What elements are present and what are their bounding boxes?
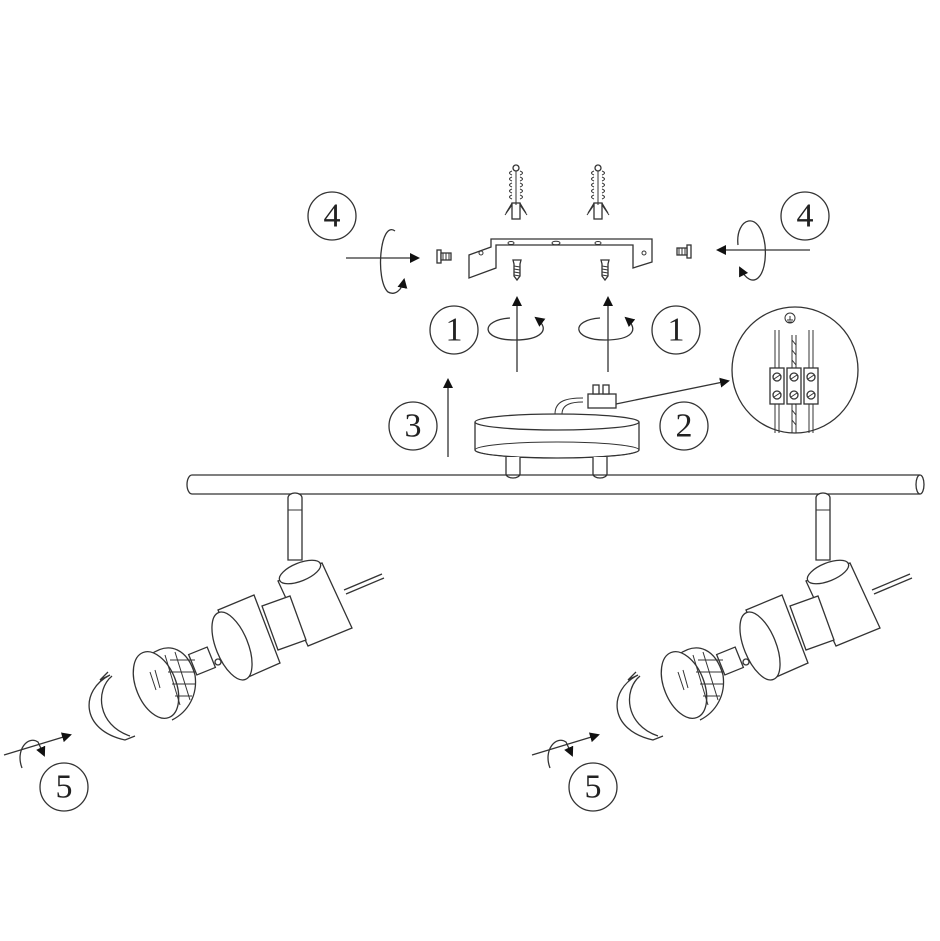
- svg-text:5: 5: [56, 769, 73, 806]
- light-bar-icon: [186, 474, 925, 495]
- wall-plug-right-icon: [586, 164, 610, 220]
- terminal-pointer-arrow-icon: [615, 377, 730, 405]
- step-5-left-label: 5: [39, 762, 89, 812]
- screw-up-arrow-left-icon: [487, 296, 546, 372]
- canopy-icon: [474, 384, 640, 479]
- step-3-label: 3: [388, 401, 438, 451]
- rotate-arrow-right-icon: [716, 220, 810, 281]
- rotate-arrow-left-icon: [346, 229, 420, 294]
- step-5-right-label: 5: [568, 762, 618, 812]
- wall-plug-left-icon: [504, 164, 528, 220]
- bracket-screw-left-icon: [512, 259, 522, 281]
- step-4-right-label: 4: [780, 191, 830, 241]
- side-screw-left-icon: [436, 249, 452, 264]
- step-4-left-label: 4: [307, 191, 357, 241]
- svg-text:1: 1: [668, 312, 685, 349]
- step-1-left-label: 1: [429, 305, 479, 355]
- step-2-label: 2: [659, 401, 709, 451]
- terminal-block-detail-icon: [731, 306, 859, 434]
- svg-text:3: 3: [405, 408, 422, 445]
- bracket-screw-right-icon: [600, 259, 610, 281]
- svg-text:1: 1: [446, 312, 463, 349]
- side-screw-right-icon: [676, 244, 692, 259]
- mounting-bracket-icon: [468, 238, 653, 279]
- step-1-right-label: 1: [651, 305, 701, 355]
- svg-text:4: 4: [797, 198, 814, 235]
- svg-text:2: 2: [676, 408, 693, 445]
- svg-text:5: 5: [585, 769, 602, 806]
- svg-text:4: 4: [324, 198, 341, 235]
- screw-up-arrow-right-icon: [578, 296, 636, 372]
- spotlight-right-icon: [531, 492, 913, 769]
- spotlight-left-icon: [3, 492, 385, 769]
